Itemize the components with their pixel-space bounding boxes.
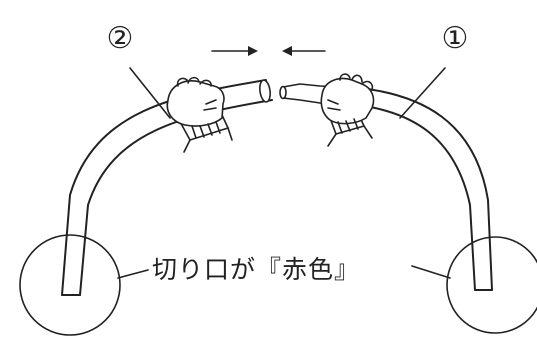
label-number-1: ① bbox=[399, 21, 469, 119]
right-cut-end-magnifier bbox=[446, 236, 537, 334]
label-number-2: ② bbox=[107, 21, 171, 119]
svg-text:切り口が『赤色』: 切り口が『赤色』 bbox=[152, 255, 360, 284]
right-gloved-hand-icon bbox=[320, 73, 375, 147]
left-cut-end-magnifier bbox=[19, 234, 121, 336]
left-gloved-hand-icon bbox=[166, 76, 233, 153]
right-arrow-icon bbox=[282, 46, 326, 56]
left-arrow-icon bbox=[211, 46, 258, 56]
svg-text:②: ② bbox=[107, 21, 134, 56]
cut-end-label: 切り口が『赤色』 bbox=[117, 255, 451, 284]
left-hose bbox=[61, 79, 273, 296]
left-hose-cut-end bbox=[259, 79, 271, 103]
svg-text:①: ① bbox=[442, 21, 469, 56]
